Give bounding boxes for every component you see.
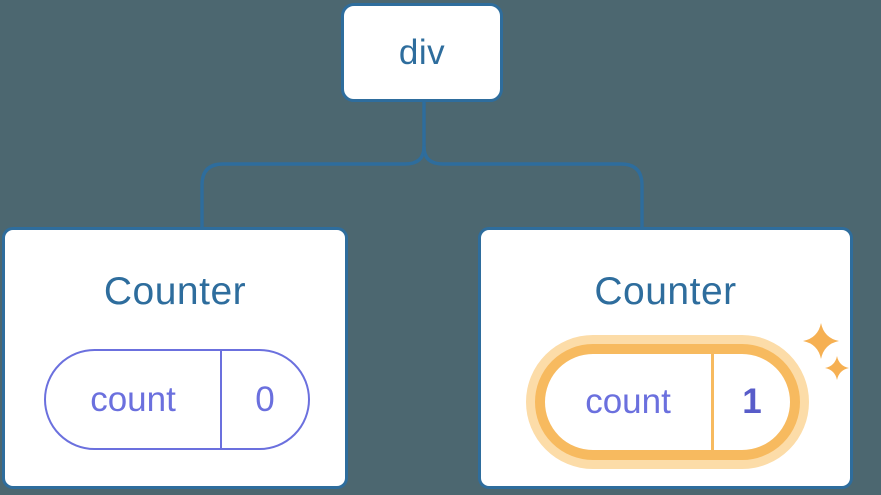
root-node-div: div xyxy=(341,3,503,102)
connector-branch-right xyxy=(422,145,644,231)
counter-card-right: Counter count 1 xyxy=(478,227,853,489)
counter-title: Counter xyxy=(594,270,737,313)
connector-branch-left xyxy=(200,145,426,231)
sparkle-large xyxy=(803,323,839,359)
state-pill: count 0 xyxy=(44,349,310,450)
state-key-label: count xyxy=(585,382,671,421)
state-key-label: count xyxy=(90,379,176,419)
counter-card-left: Counter count 0 xyxy=(2,227,348,489)
state-value-label: 0 xyxy=(255,379,275,419)
state-value-cell: 1 xyxy=(711,354,790,450)
state-key-cell: count xyxy=(545,354,711,450)
state-value-cell: 0 xyxy=(220,351,308,448)
sparkle-small xyxy=(825,356,849,380)
state-value-label: 1 xyxy=(742,382,762,421)
root-node-label: div xyxy=(398,32,446,72)
counter-title: Counter xyxy=(103,270,247,313)
sparkles-icon xyxy=(803,323,849,380)
state-pill-highlighted: count 1 xyxy=(535,344,800,460)
state-key-cell: count xyxy=(46,351,220,448)
